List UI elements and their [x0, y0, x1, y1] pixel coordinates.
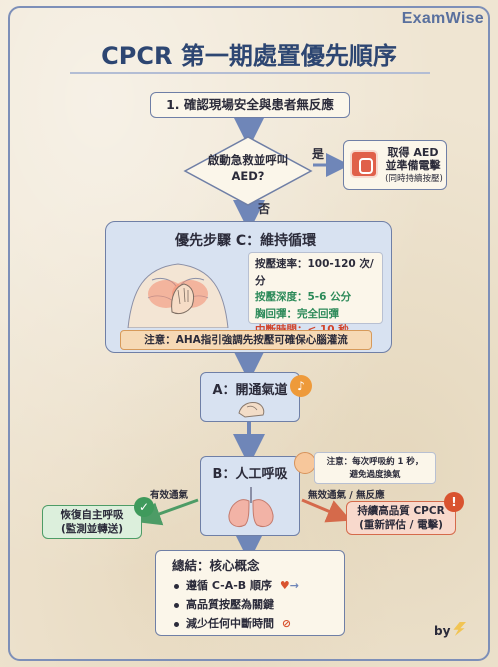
recover-line1: 恢復自主呼吸 — [60, 509, 124, 521]
warning-icon: ! — [444, 492, 464, 512]
breathing-mask-icon — [294, 452, 316, 474]
step-a-box: A：開通氣道 — [200, 372, 300, 422]
summary-item-text: 減少任何中斷時間 — [186, 617, 274, 630]
airway-badge-icon: ♪ — [290, 375, 312, 397]
step-a-title: A：開通氣道 — [212, 383, 288, 398]
airway-head-tilt-icon — [238, 402, 265, 418]
decision-line1: 啟動急救並呼叫 — [207, 153, 289, 167]
arrow-ineffective — [301, 498, 352, 523]
bullet-icon — [174, 602, 179, 608]
effective-label: 有效通氣 — [150, 490, 189, 501]
aed-text: 取得 AED 並準備電擊 — [382, 146, 444, 172]
summary-item: 減少任何中斷時間 ⊘ — [174, 615, 291, 631]
b-note-line2: 避免過度換氣 — [349, 469, 401, 480]
summary-item: 高品質按壓為關鍵 — [174, 596, 274, 612]
title-divider — [70, 72, 430, 74]
brand-logo: ExamWise — [401, 10, 484, 27]
summary-title: 總結：核心概念 — [172, 558, 260, 573]
continue-line2: (重新評估 / 電擊) — [359, 519, 443, 531]
page-frame — [8, 6, 490, 661]
arrow-right-icon: → — [289, 579, 299, 592]
aed-defibrillator-icon — [350, 150, 378, 178]
chest-compression-icon — [127, 263, 229, 328]
page-title: CPCR 第一期處置優先順序 — [101, 42, 397, 70]
decision-line2: AED? — [231, 169, 265, 183]
b-note-line1: 注意：每次呼吸約 1 秒， — [326, 457, 424, 467]
aed-line2: 並準備電擊 — [385, 159, 441, 172]
decision-text: 啟動急救並呼叫 AED? — [183, 152, 313, 184]
step-b-note: 注意：每次呼吸約 1 秒， 避免過度換氣 — [314, 452, 436, 484]
step1-box: 1. 確認現場安全與患者無反應 — [150, 92, 350, 118]
recover-line2: (監測並轉送) — [60, 523, 124, 535]
compression-parameters: 按壓速率：100-120 次/分 按壓深度：5-6 公分 胸回彈：完全回彈 中斷… — [248, 252, 383, 336]
bullet-icon — [174, 621, 179, 627]
summary-box: 總結：核心概念 遵循 C-A-B 順序 ♥→ 高品質按壓為關鍵 減少任何中斷時間… — [155, 550, 345, 636]
ineffective-label: 無效通氣 / 無反應 — [308, 490, 385, 501]
aed-box: 取得 AED 並準備電擊 (同時持續按壓) — [343, 140, 447, 190]
continue-cpcr-box: 持續高品質 CPCR (重新評估 / 電擊) — [346, 501, 456, 535]
step-c-title: 優先步驟 C：維持循環 — [175, 233, 317, 249]
continue-line1: 持續高品質 CPCR — [357, 505, 445, 517]
summary-item-text: 遵循 C-A-B 順序 — [186, 579, 273, 592]
recover-box: 恢復自主呼吸 (監測並轉送) — [42, 505, 142, 539]
decision-diamond — [183, 136, 313, 206]
check-icon: ✓ — [134, 497, 154, 517]
step-b-box: B：人工呼吸 — [200, 456, 300, 536]
param-depth: 按壓深度：5-6 公分 — [255, 291, 352, 303]
yes-label: 是 — [312, 147, 325, 161]
arrow-effective — [136, 498, 199, 526]
aed-subnote: (同時持續按壓) — [385, 174, 443, 184]
param-recoil: 胸回彈：完全回彈 — [255, 307, 339, 320]
lungs-icon — [228, 487, 274, 528]
heart-icon: ♥ — [279, 579, 290, 592]
step-b-title: B：人工呼吸 — [212, 467, 288, 482]
aed-line1: 取得 AED — [387, 146, 439, 159]
no-clock-icon: ⊘ — [281, 617, 292, 630]
bullet-icon — [174, 583, 179, 589]
summary-item-text: 高品質按壓為關鍵 — [186, 598, 274, 611]
param-rate: 按壓速率：100-120 次/分 — [255, 258, 374, 287]
summary-item: 遵循 C-A-B 順序 ♥→ — [174, 577, 299, 593]
byline: by — [434, 624, 451, 638]
no-label: 否 — [258, 202, 271, 216]
step-c-note: 注意：AHA指引強調先按壓可確保心腦灌流 — [120, 330, 372, 350]
